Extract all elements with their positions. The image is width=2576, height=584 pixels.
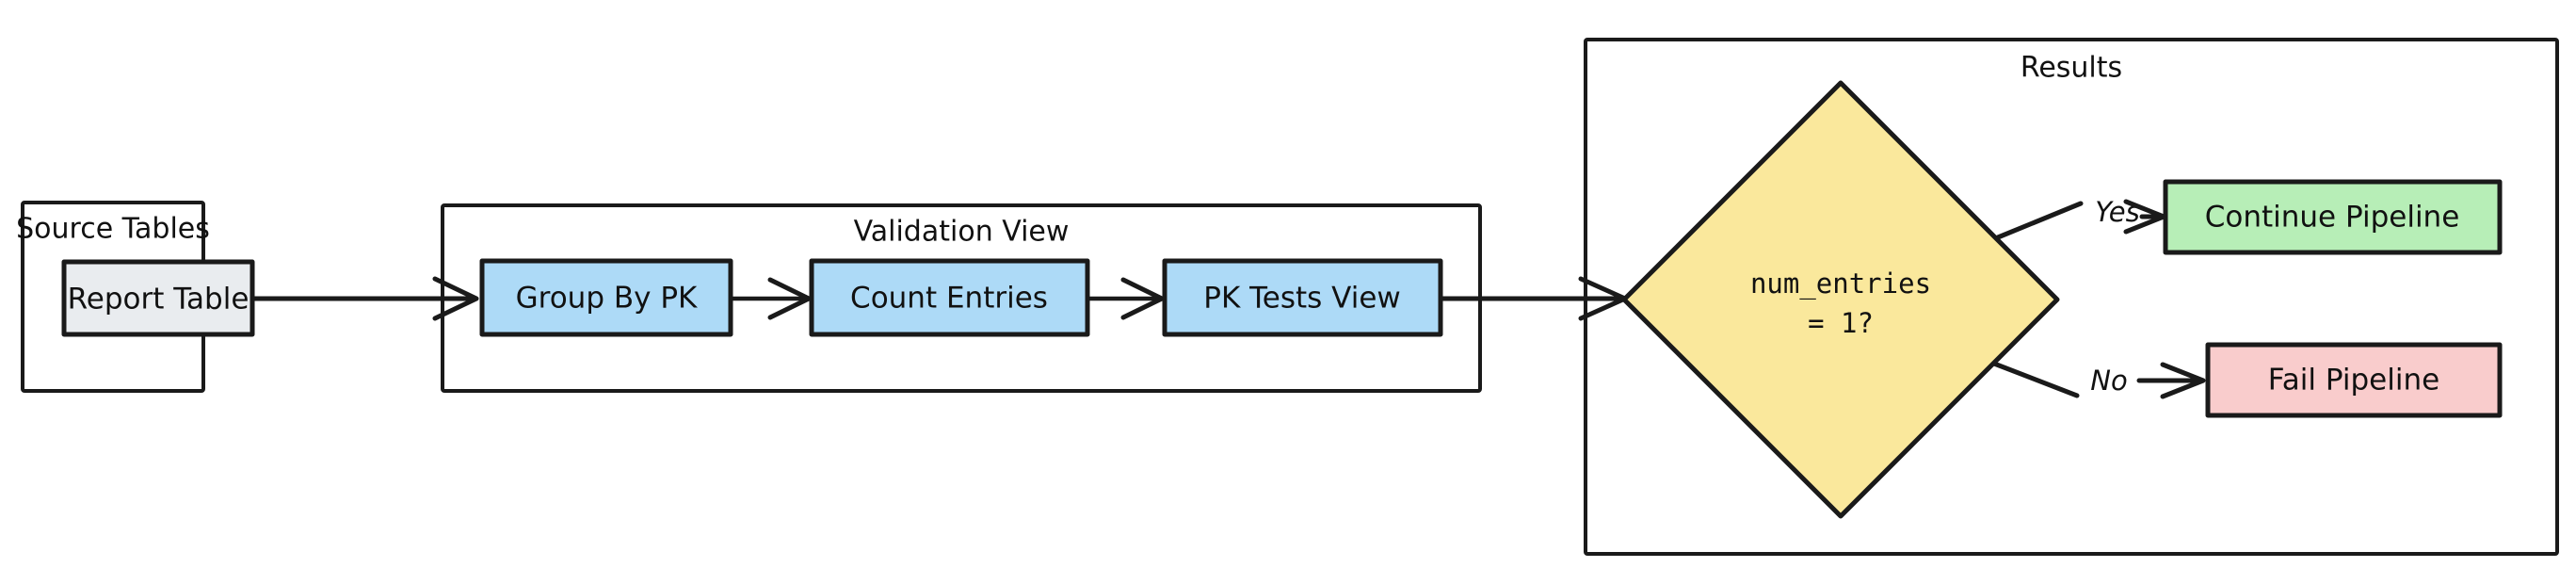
node-pk-tests-view-shape	[1162, 258, 1443, 337]
node-continue-pipeline-shape	[2163, 179, 2503, 255]
node-num-entries-decision-label-line1: num_entries	[1750, 268, 1931, 300]
node-continue-pipeline-label: Continue Pipeline	[2205, 201, 2460, 235]
edge-group-by-pk-to-count-entries	[728, 277, 812, 320]
node-count-entries-label: Count Entries	[850, 282, 1048, 316]
node-continue-pipeline[interactable]: Continue Pipeline	[2163, 179, 2503, 255]
node-fail-pipeline-label: Fail Pipeline	[2268, 364, 2439, 397]
node-num-entries-decision[interactable]: num_entries = 1?	[1621, 80, 2060, 519]
node-report-table-label: Report Table	[68, 283, 250, 316]
group-results-title: Results	[2021, 52, 2122, 85]
node-count-entries[interactable]: Count Entries	[809, 258, 1090, 337]
edge-label-yes: Yes	[2095, 196, 2139, 228]
node-num-entries-decision-label-line2: = 1?	[1808, 307, 1874, 339]
edge-decision-no-to-fail-pipeline: No	[1991, 361, 2206, 399]
group-validation-view-title: Validation View	[854, 216, 1070, 249]
node-report-table[interactable]: Report Table	[61, 259, 255, 337]
edge-count-entries-to-pk-tests-view	[1085, 277, 1165, 320]
group-source-tables-title: Source Tables	[16, 213, 210, 246]
node-count-entries-shape	[809, 258, 1090, 337]
node-group-by-pk-label: Group By PK	[516, 282, 698, 316]
edge-report-table-to-group-by-pk	[250, 276, 479, 321]
node-fail-pipeline[interactable]: Fail Pipeline	[2205, 342, 2503, 418]
node-group-by-pk-shape	[479, 258, 733, 337]
node-group-by-pk[interactable]: Group By PK	[479, 258, 733, 337]
edge-label-no: No	[2090, 365, 2127, 397]
node-pk-tests-view[interactable]: PK Tests View	[1162, 258, 1443, 337]
node-num-entries-decision-shape	[1621, 80, 2060, 519]
node-pk-tests-view-label: PK Tests View	[1203, 282, 1401, 316]
node-fail-pipeline-shape	[2205, 342, 2503, 418]
